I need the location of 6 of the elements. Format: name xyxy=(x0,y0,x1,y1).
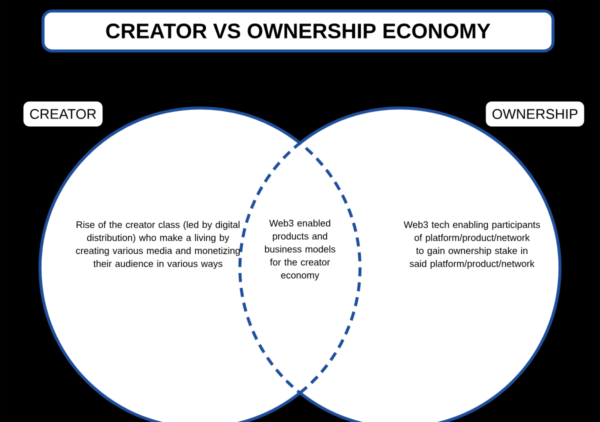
overlap-text: Web3 enabled products and business models for the creator economy xyxy=(264,220,336,280)
circle-text: Web3 tech enabling participants of platform/product/network to gain ownership stake in said platform/product/network xyxy=(404,221,540,269)
category-tag: CREATOR xyxy=(23,102,103,126)
category-tag: OWNERSHIP xyxy=(486,102,584,126)
title-banner: CREATOR VS OWNERSHIP ECONOMY xyxy=(42,10,554,52)
circle-text: Rise of the creator class (led by digital distribution) who make a living by creating various media and monetizing their audience in various ways xyxy=(76,221,240,269)
